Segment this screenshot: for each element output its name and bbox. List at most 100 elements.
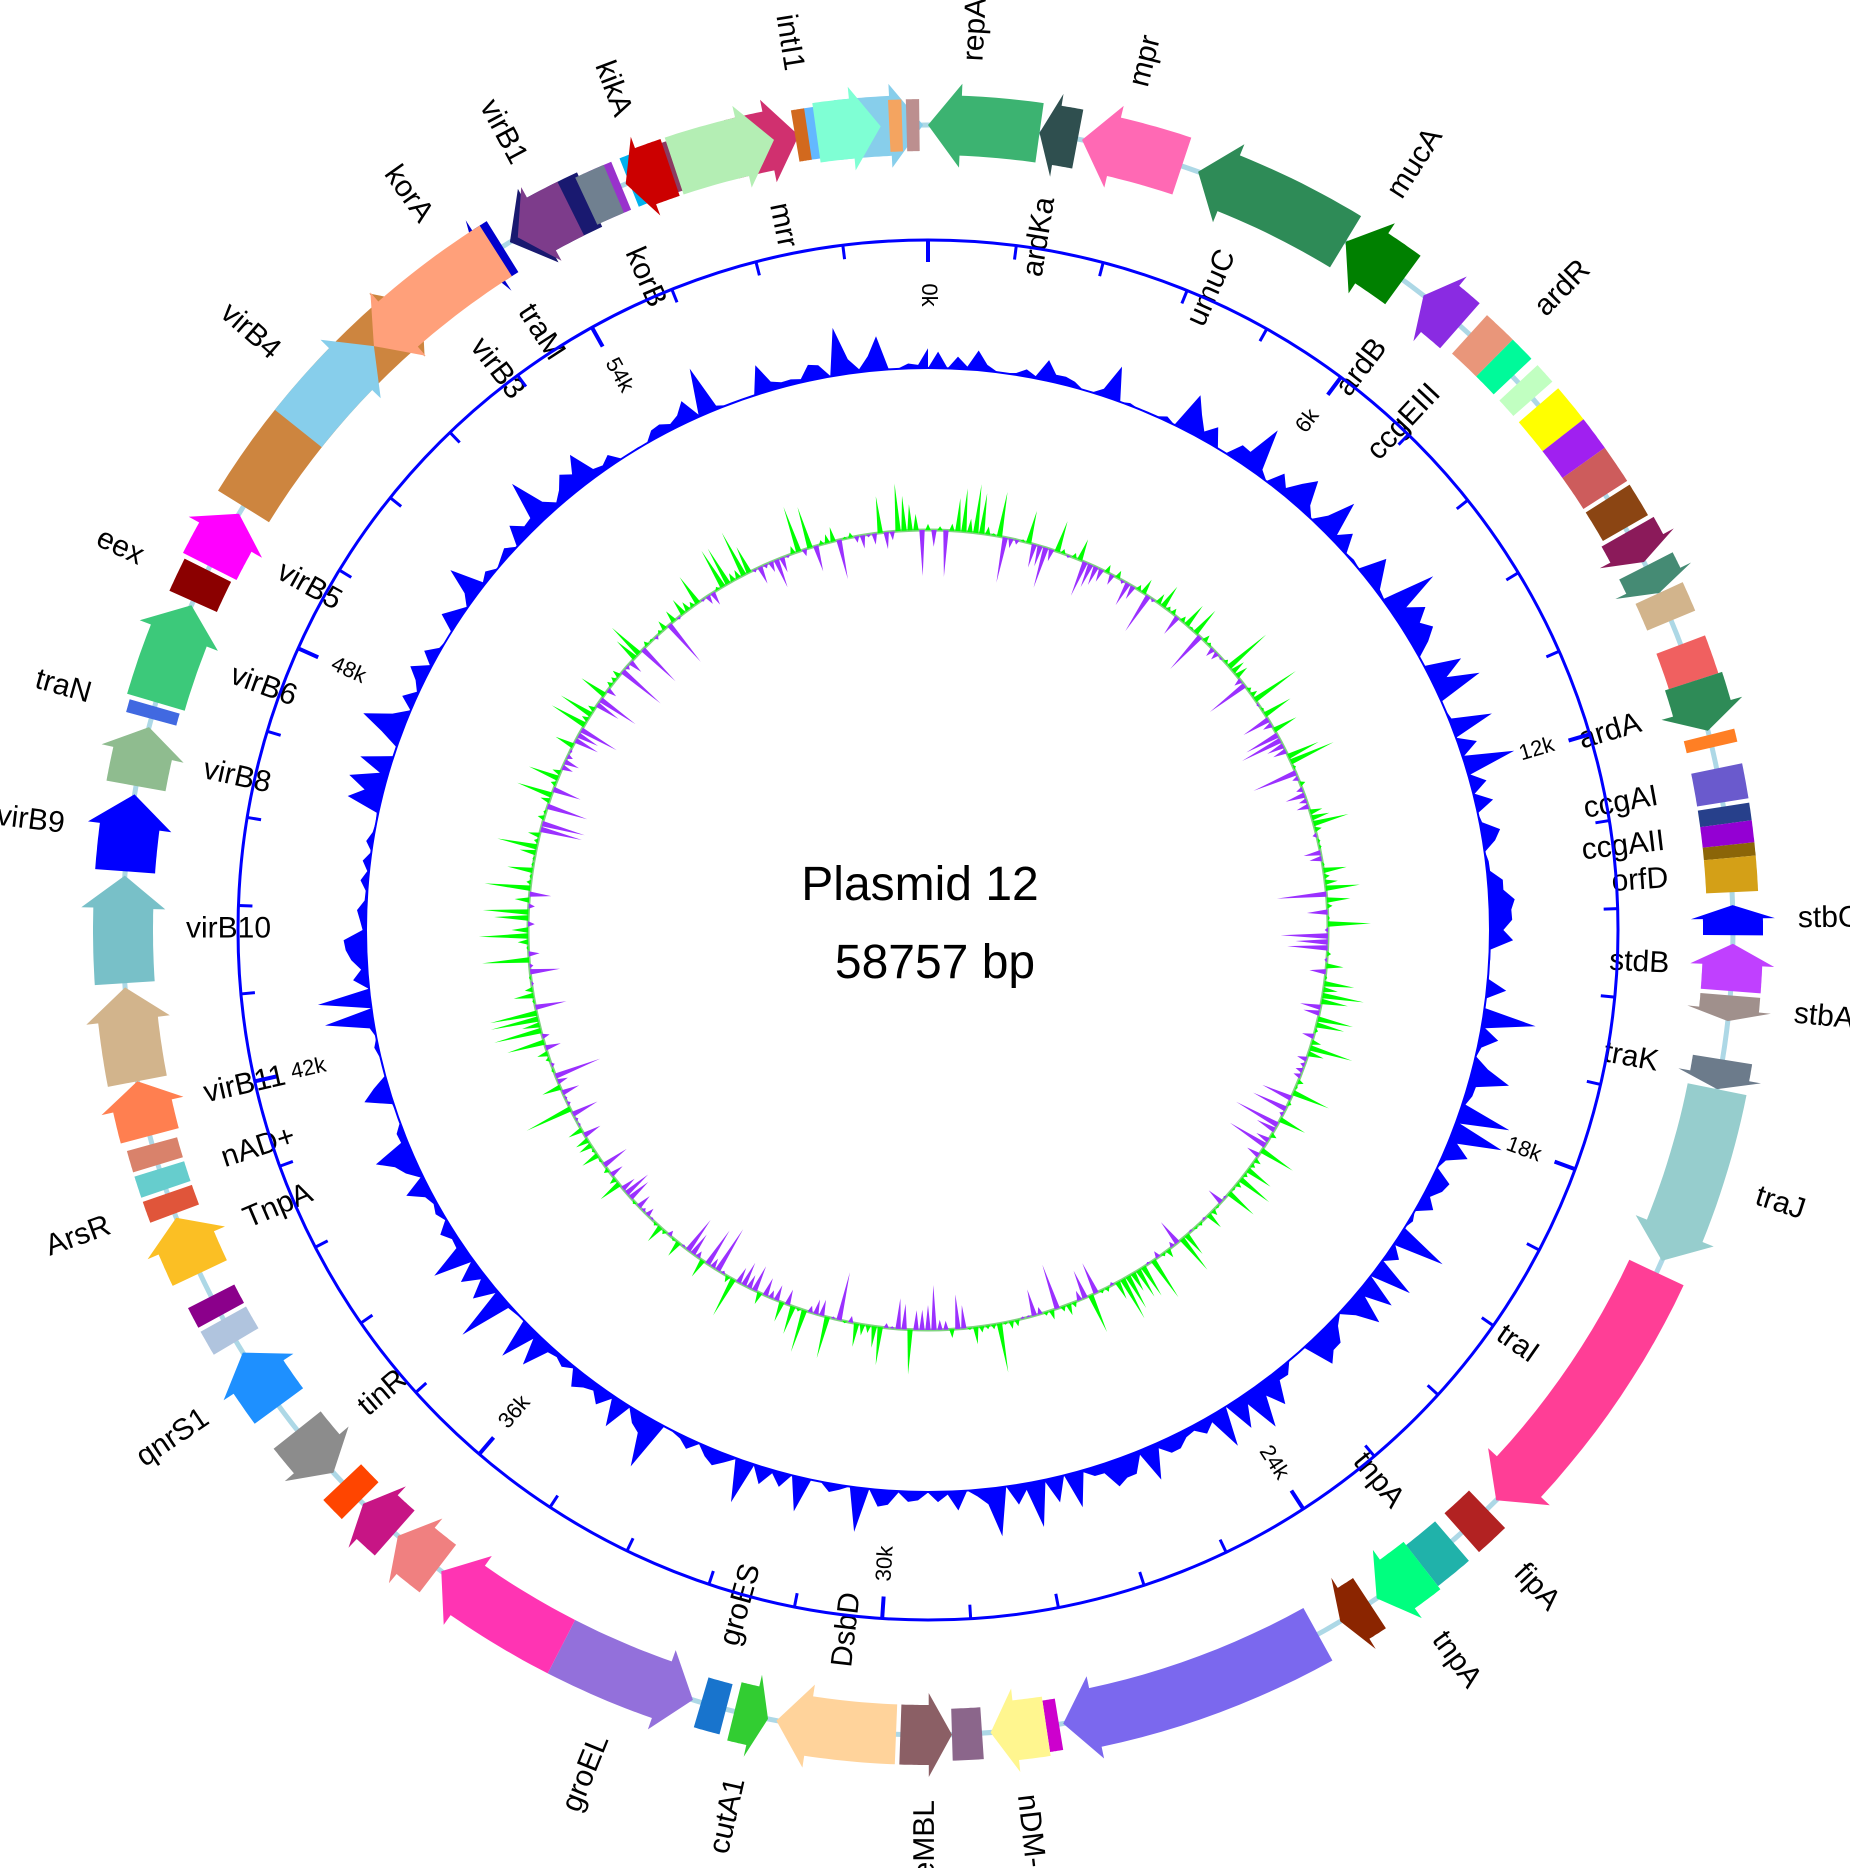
gc-skew-positive-spike [1253, 1158, 1261, 1165]
gc-skew-positive-spike [1115, 570, 1122, 579]
gc-skew-negative-spike [1300, 1062, 1306, 1068]
gc-skew-negative-spike [602, 1148, 627, 1168]
gc-skew-negative-spike [925, 1305, 931, 1330]
gc-skew-positive-spike [925, 523, 931, 530]
gc-skew-negative-spike [895, 1298, 901, 1330]
gc-skew-negative-spike [1295, 939, 1328, 945]
gc-skew-positive-spike [649, 639, 654, 643]
gc-skew-negative-spike [1312, 832, 1318, 838]
gc-skew-positive-spike [1327, 915, 1330, 921]
gc-skew-positive-spike [1287, 1101, 1292, 1106]
gc-skew-negative-spike [1293, 1073, 1302, 1079]
center-title: Plasmid 12 58757 bp [801, 858, 1038, 989]
gc-skew-negative-spike [871, 533, 877, 545]
gc-skew-positive-spike [973, 1326, 979, 1345]
gc-skew-positive-spike [588, 705, 596, 712]
gc-skew-positive-spike [1263, 698, 1291, 717]
gene-a10 [1542, 419, 1605, 478]
gc-skew-positive-spike [1307, 1051, 1324, 1059]
scale-label-24k: 24k [1255, 1440, 1296, 1484]
scale-tick [1505, 571, 1520, 582]
gc-skew-negative-spike [1080, 563, 1094, 587]
scale-tick [360, 1313, 374, 1325]
scale-tick [1180, 289, 1189, 305]
gc-skew-negative-spike [1107, 573, 1115, 585]
gc-skew-positive-spike [1322, 861, 1325, 868]
gc-skew-negative-spike [883, 1323, 889, 1329]
gene-a0 [928, 83, 1044, 168]
scale-tick [1586, 1079, 1601, 1086]
gc-skew-negative-spike [779, 556, 788, 573]
gc-skew-negative-spike [1324, 957, 1328, 963]
gc-skew-negative-spike [529, 963, 534, 969]
gc-skew-negative-spike [913, 1310, 919, 1330]
gc-skew-negative-spike [1206, 647, 1215, 656]
gc-skew-positive-spike [607, 681, 614, 688]
gene-b0 [274, 339, 381, 448]
scale-label-36k: 36k [493, 1389, 536, 1433]
gc-skew-positive-spike [1165, 1248, 1174, 1258]
gc-skew-positive-spike [1323, 987, 1338, 993]
gc-skew-negative-spike [566, 754, 573, 759]
gc-skew-positive-spike [526, 945, 529, 951]
gc-skew-positive-spike [1160, 1252, 1166, 1257]
gc-skew-negative-spike [1034, 545, 1043, 567]
gc-skew-negative-spike [1236, 1101, 1279, 1128]
gene-b3 [575, 164, 624, 225]
gc-skew-negative-spike [961, 1305, 967, 1329]
gc-skew-negative-spike [1256, 702, 1260, 707]
gc-skew-positive-spike [1324, 975, 1328, 981]
gc-skew-negative-spike [1164, 615, 1180, 634]
scale-label-48k: 48k [328, 651, 371, 689]
gc-skew-positive-spike [1327, 921, 1371, 927]
gc-skew-positive-spike [1180, 1237, 1208, 1270]
gc-skew-negative-spike [1115, 582, 1131, 606]
gc-skew-positive-spike [1250, 1162, 1256, 1168]
gc-skew-negative-spike [865, 534, 871, 538]
gc-skew-negative-spike [836, 1272, 850, 1321]
gene-arda [1661, 671, 1743, 731]
gc-skew-negative-spike [1202, 1217, 1207, 1221]
gc-skew-positive-spike [996, 1323, 1009, 1373]
gc-skew-positive-spike [990, 533, 997, 536]
gc-skew-positive-spike [522, 1022, 541, 1029]
scale-tick [279, 1160, 294, 1168]
scale-tick [1289, 1489, 1306, 1511]
gc-skew-positive-spike [985, 1325, 991, 1330]
gc-skew-negative-spike [1302, 1033, 1315, 1039]
gc-skew-negative-spike [801, 548, 807, 557]
scale-tick [1480, 1316, 1495, 1327]
gene-tnpa-32-label: tnpA [1426, 1624, 1489, 1693]
gc-skew-positive-spike [1231, 662, 1244, 674]
gc-skew-negative-spike [819, 1299, 826, 1317]
gc-skew-positive-spike [582, 1153, 599, 1166]
gene-a22 [1702, 842, 1756, 861]
gc-skew-negative-spike [528, 903, 535, 909]
gc-skew-positive-spike [679, 577, 700, 605]
gc-skew-positive-spike [1312, 814, 1349, 827]
scale-label-54k: 54k [601, 353, 641, 397]
gc-skew-positive-spike [1260, 707, 1264, 712]
gc-skew-negative-spike [577, 732, 598, 746]
gc-skew-positive-spike [1026, 511, 1037, 544]
gc-skew-negative-spike [676, 615, 681, 620]
gc-skew-positive-spike [1088, 1294, 1107, 1332]
gc-skew-positive-spike [568, 1127, 583, 1138]
gc-skew-positive-spike [1325, 884, 1360, 891]
gc-skew-negative-spike [1033, 547, 1049, 588]
gc-skew-positive-spike [1120, 1278, 1145, 1319]
gene-arsr-52-label: ArsR [41, 1209, 115, 1263]
scale-tick [1426, 1384, 1440, 1396]
gc-skew-positive-spike [1156, 594, 1165, 605]
gc-skew-negative-spike [1242, 738, 1282, 761]
gc-skew-positive-spike [949, 523, 955, 531]
gene-b4 [625, 136, 680, 216]
gc-skew-positive-spike [842, 536, 848, 540]
gene-fipa-30-label: fipA [1508, 1557, 1567, 1617]
gc-skew-negative-spike [667, 1230, 674, 1237]
gc-skew-positive-spike [734, 570, 741, 579]
gc-skew-positive-spike [484, 883, 531, 891]
gc-skew-negative-spike [784, 554, 790, 558]
gc-skew-negative-spike [566, 1101, 571, 1106]
